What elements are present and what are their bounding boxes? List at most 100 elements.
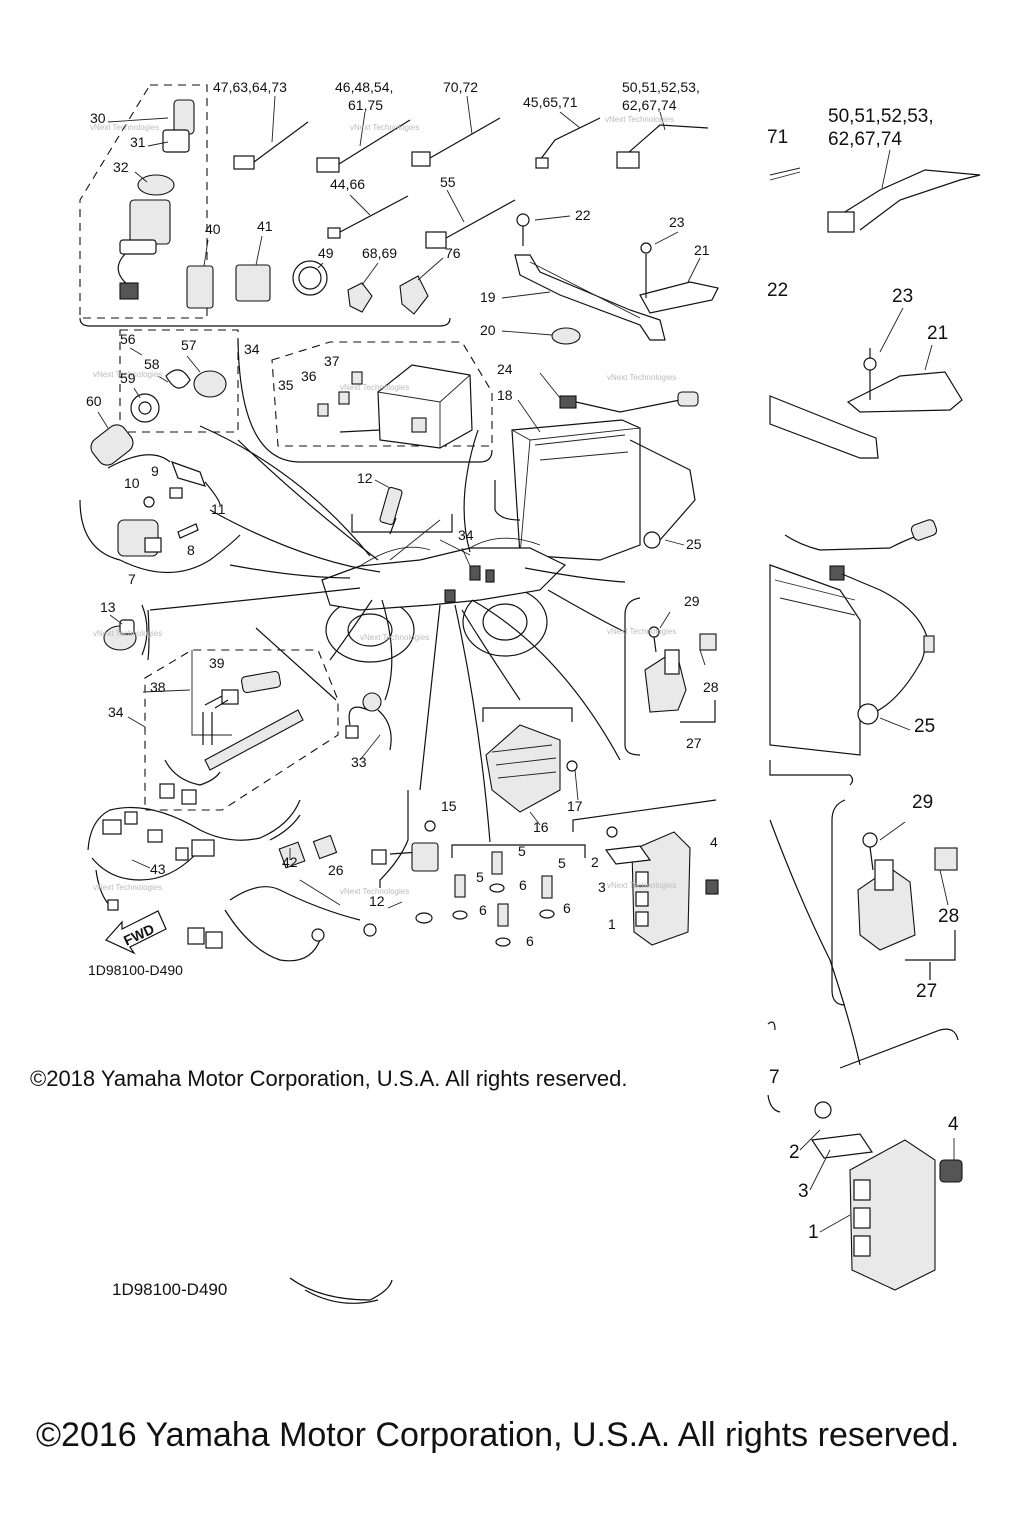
cdi-unit [572,799,719,946]
svg-text:vNext Technologies: vNext Technologies [350,123,419,132]
callout-label: 5 [476,869,484,885]
callout-label: 31 [130,134,146,150]
callout-label: 32 [113,159,129,175]
callout-label: 21 [694,242,710,258]
svg-text:vNext Technologies: vNext Technologies [360,633,429,642]
callout-label: 1 [808,1222,819,1243]
callout-label: 38 [150,679,166,695]
svg-text:vNext Technologies: vNext Technologies [90,123,159,132]
wire-lead-group [127,627,339,811]
callout-label: 19 [480,289,496,305]
callout-label: 42 [282,854,298,870]
callout-label: 25 [686,536,702,552]
callout-label: 43 [150,861,166,877]
callout-label: 62,67,74 [622,97,677,113]
callout-label: 20 [480,322,496,338]
svg-text:vNext Technologies: vNext Technologies [607,373,676,382]
callout-label: 12 [369,893,385,909]
diagram-code: 1D98100-D490 [88,962,183,978]
callout-lines [147,425,626,843]
starter-relay-group [624,597,717,756]
copyright-2016: ©2016 Yamaha Motor Corporation, U.S.A. A… [36,1416,960,1454]
callout-label: 55 [440,174,456,190]
callout-label: 27 [686,735,702,751]
callout-label: 46,48,54, [335,79,393,95]
callout-label: 45,65,71 [523,94,578,110]
callout-label: 61,75 [348,97,383,113]
callout-label: 1 [608,916,616,932]
callout-label: 22 [575,207,591,223]
battery-assembly [494,372,699,561]
callout-label: 7 [128,571,136,587]
copyright-2018: ©2018 Yamaha Motor Corporation, U.S.A. A… [30,1066,628,1091]
svg-text:vNext Technologies: vNext Technologies [607,627,676,636]
fwd-arrow [105,910,167,955]
callout-label: 15 [441,798,457,814]
svg-text:vNext Technologies: vNext Technologies [605,115,674,124]
svg-text:vNext Technologies: vNext Technologies [340,383,409,392]
callout-label: 3 [798,1181,809,1202]
watermarks: vNext Technologies vNext Technologies vN… [90,115,676,896]
callout-label: 4 [710,834,718,850]
callout-label: 6 [526,933,534,949]
callout-label: 60 [86,393,102,409]
callout-label: 47,63,64,73 [213,79,287,95]
wire-harness [87,799,338,911]
callout-label: 22 [767,280,788,301]
callout-label: 2 [789,1142,800,1163]
callout-label: 49 [318,245,334,261]
callout-label: 37 [324,353,340,369]
callout-label: 76 [445,245,461,261]
callout-label: 17 [567,798,583,814]
svg-text:vNext Technologies: vNext Technologies [93,629,162,638]
callout-label: 50,51,52,53, [828,106,934,127]
callout-label: 25 [914,716,935,737]
callout-label: 35 [278,377,294,393]
callout-label: 6 [479,902,487,918]
diagram-code-bottom: 1D98100-D490 [112,1280,228,1299]
zoom-strip [289,149,981,1304]
sensor-15 [371,790,439,924]
cable-ties [233,95,709,249]
callout-label: 29 [912,792,933,813]
callout-label: 71 [767,127,788,148]
callout-label: 26 [328,862,344,878]
callout-label: 21 [927,323,948,344]
callout-label: 33 [351,754,367,770]
callout-label: 34 [108,704,124,720]
rectifier-regulator [482,707,579,826]
svg-text:vNext Technologies: vNext Technologies [340,887,409,896]
callout-label: 10 [124,475,140,491]
callout-label: 5 [518,843,526,859]
switch-33 [345,692,392,761]
callout-label: 6 [563,900,571,916]
callout-label: 41 [257,218,273,234]
svg-text:vNext Technologies: vNext Technologies [607,881,676,890]
callout-label: 50,51,52,53, [622,79,700,95]
battery-bracket [501,213,719,345]
spark-plug [351,479,453,535]
callout-label: 58 [144,356,160,372]
accessory-socket-group [90,329,239,466]
callout-label: 8 [187,542,195,558]
callout-label: 29 [684,593,700,609]
callout-label: 24 [497,361,513,377]
fuse-box-group [237,339,493,463]
svg-text:vNext Technologies: vNext Technologies [93,370,162,379]
sensor-13 [103,604,148,656]
ignition-key-switch [107,99,195,300]
callout-label: 11 [211,501,226,517]
callout-label: 57 [181,337,197,353]
callout-label: 12 [357,470,373,486]
callout-label: 62,67,74 [828,129,902,150]
callout-label: 34 [458,527,474,543]
bolts-washers [451,844,586,947]
callout-label: 9 [151,463,159,479]
callout-label: 6 [519,877,527,893]
fwd-label: FWD [121,921,157,949]
callout-label: 4 [948,1114,959,1135]
callout-label: 30 [90,110,106,126]
